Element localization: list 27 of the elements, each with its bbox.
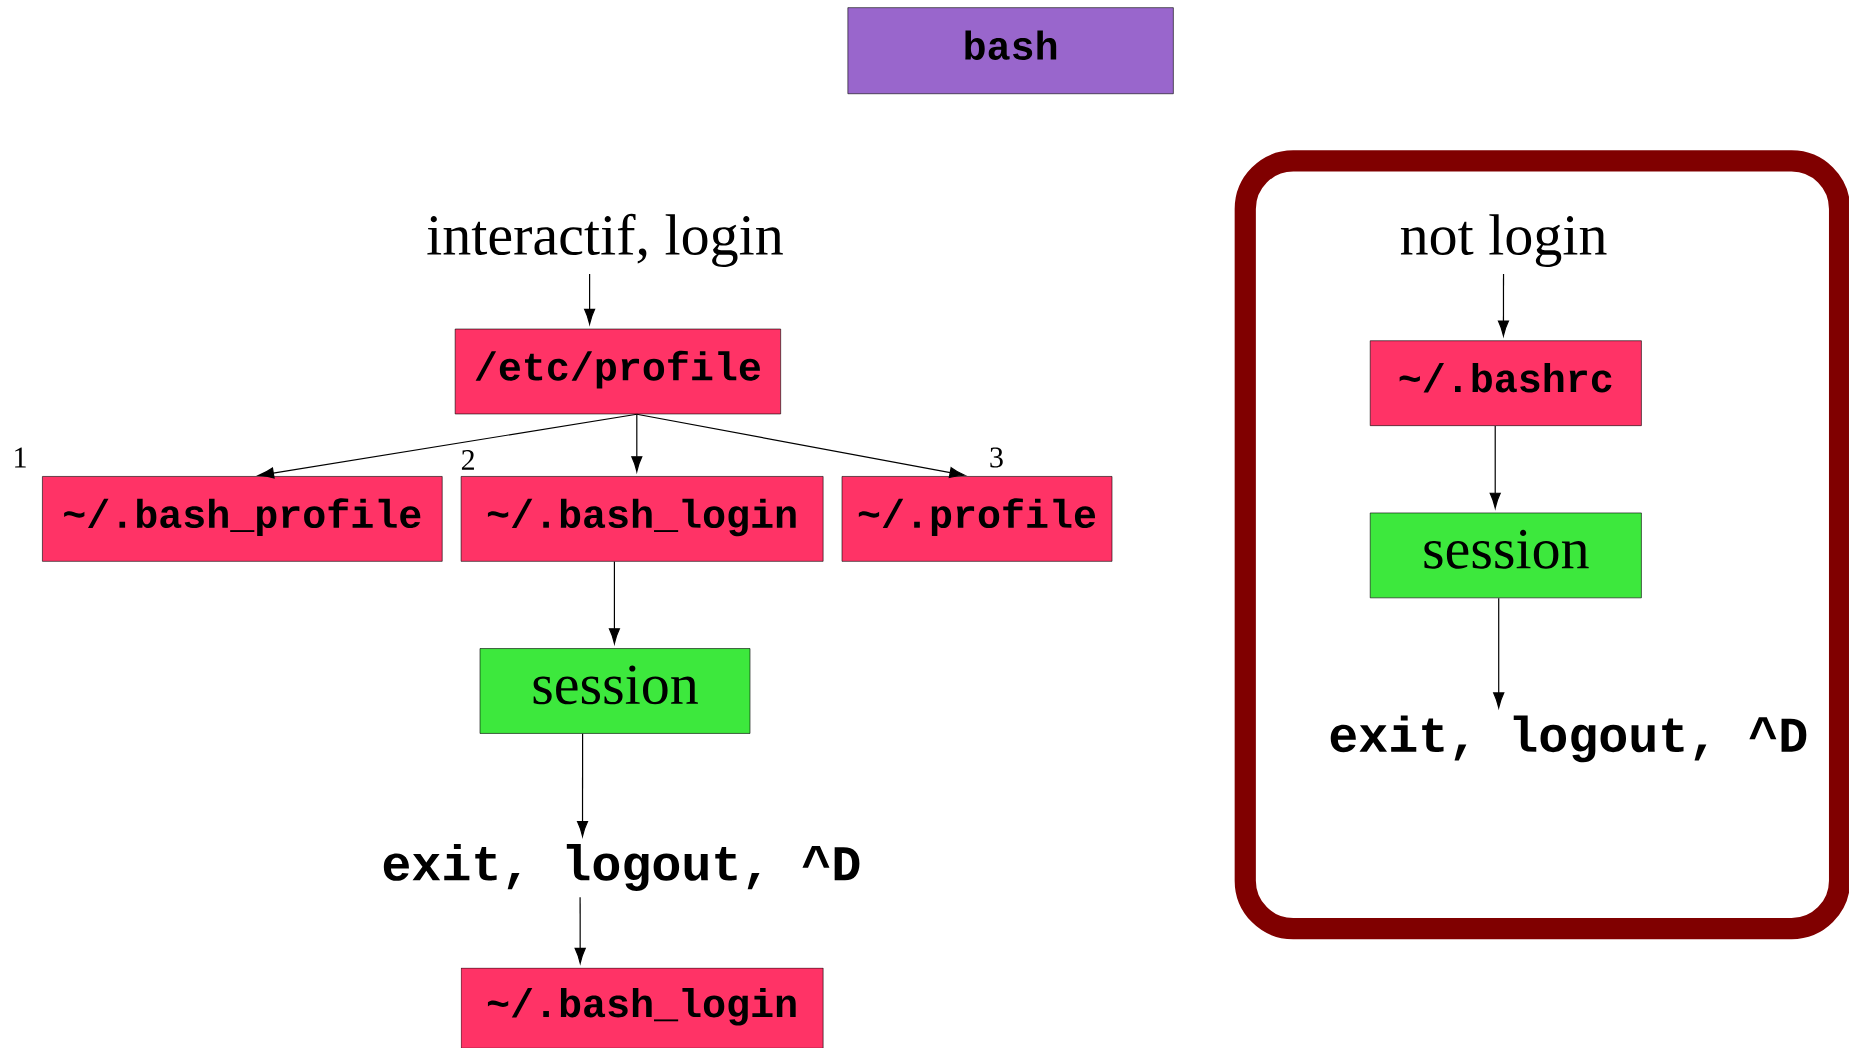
- arrow: [576, 733, 589, 837]
- session-box: session: [479, 648, 751, 734]
- command-text: exit, logout, ^D: [1330, 715, 1807, 763]
- arrow: [584, 273, 596, 325]
- heading-text: interactif, login: [427, 213, 783, 267]
- arrow: [608, 561, 620, 645]
- arrow: [574, 896, 586, 964]
- arrow: [1493, 597, 1505, 709]
- rounded-frame: [1234, 150, 1849, 940]
- command-text: exit, logout, ^D: [383, 844, 860, 891]
- file-box: ~/.bash_login: [460, 476, 824, 562]
- title-box: bash: [847, 7, 1174, 95]
- arrow: [636, 413, 966, 479]
- arrow: [258, 413, 638, 479]
- file-box: ~/.bash_profile: [42, 476, 443, 562]
- step-number: 1: [15, 447, 26, 468]
- file-box: /etc/profile: [454, 328, 781, 415]
- file-box: ~/.bash_login: [460, 967, 824, 1048]
- session-box: session: [1369, 512, 1642, 599]
- file-box: ~/.profile: [841, 476, 1113, 562]
- arrow: [1497, 273, 1510, 337]
- arrow: [631, 413, 643, 472]
- file-box: ~/.bashrc: [1369, 340, 1642, 426]
- step-number: 3: [990, 447, 1003, 468]
- heading-text: not login: [1400, 214, 1607, 267]
- step-number: 2: [461, 449, 474, 470]
- arrow: [1489, 425, 1501, 509]
